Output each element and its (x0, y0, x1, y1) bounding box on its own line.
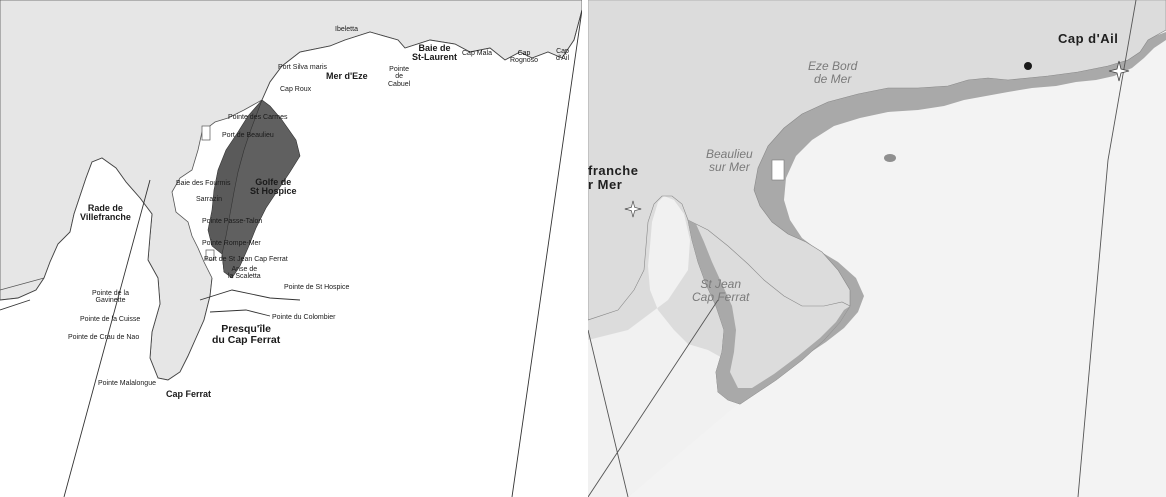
label-baie-fourmis: Baie des Fourmis (176, 180, 231, 187)
right-map-canvas (588, 0, 1166, 497)
left-port-1 (201, 125, 211, 141)
left-port-2 (205, 249, 215, 261)
label-cap-rognoso: Cap Rognoso (510, 50, 539, 65)
label-pointe-cuisse: Pointe de la Cuisse (80, 316, 141, 323)
label-rade-villefranche: Rade de Villefranche (80, 203, 131, 223)
label-port-beaulieu: Port de Beaulieu (222, 132, 274, 139)
right-peninsula-shelf (688, 220, 850, 404)
left-boundary-lines (0, 9, 582, 497)
label-port-st-jean: Port de St Jean Cap Ferrat (204, 256, 288, 263)
left-coastline (0, 9, 582, 381)
compass-star-icon (1108, 60, 1130, 82)
label-port-silva-maris: Port Silva maris (278, 64, 328, 71)
label-cap-dail-right: Cap d'Ail (1058, 31, 1119, 46)
label-anse-scaletta: Anse de la Scaletta (228, 266, 261, 281)
label-pointe-crau-nao: Pointe de Crau de Nao (68, 334, 140, 341)
left-dark-band-top (221, 99, 301, 279)
right-islet (884, 154, 896, 162)
label-pointe-colombier: Pointe du Colombier (272, 314, 336, 321)
label-presquile-cap-ferrat: Presqu'île du Cap Ferrat (212, 323, 281, 347)
label-st-jean-cap-ferrat: St Jean Cap Ferrat (692, 277, 750, 304)
right-sea (588, 196, 922, 497)
label-beaulieu-sur-mer: Beaulieu sur Mer (706, 147, 753, 174)
right-map-panel: Eze Bord de Mer Cap d'Ail Beaulieu sur M… (588, 0, 1166, 497)
label-villefranche-sur-mer: franche r Mer (588, 163, 639, 192)
left-map-panel: Ibeletta Baie de St-Laurent Cap Mala Cap… (0, 0, 582, 497)
label-cap-dail-left: Cap d'Ail (556, 48, 570, 63)
left-sea (0, 32, 582, 497)
label-ibeletta: Ibeletta (335, 26, 358, 33)
label-baie-st-laurent: Baie de St-Laurent (412, 43, 457, 63)
label-sarrazin: Sarrazin (196, 196, 223, 203)
label-eze-bord-de-mer: Eze Bord de Mer (808, 59, 858, 86)
label-pointe-carmes: Pointe des Carmes (228, 114, 288, 121)
right-port (771, 159, 785, 181)
dot-marker-icon (1024, 62, 1032, 70)
label-pointe-st-hospice: Pointe de St Hospice (284, 284, 350, 291)
compass-star-icon (624, 200, 642, 218)
label-pointe-malalongue: Pointe Malalongue (98, 380, 156, 387)
label-pointe-gavinette: Pointe de la Gavinette (92, 290, 129, 305)
label-cap-roux: Cap Roux (280, 86, 312, 93)
label-pointe-passe-talon: Pointe Passe-Talon (202, 218, 263, 225)
left-map-canvas (0, 0, 582, 497)
label-pointe-cabuel: Pointe de Cabuel (388, 66, 411, 88)
label-cap-ferrat: Cap Ferrat (166, 389, 212, 399)
label-pointe-rompe-mer: Pointe Rompe-Mer (202, 240, 261, 247)
label-cap-mala: Cap Mala (462, 50, 492, 57)
right-boundary-line (588, 0, 1137, 497)
right-open-sea (628, 30, 1166, 497)
label-golfe-st-hospice: Golfe de St Hospice (250, 177, 297, 197)
label-mer-eze: Mer d'Eze (326, 71, 368, 81)
